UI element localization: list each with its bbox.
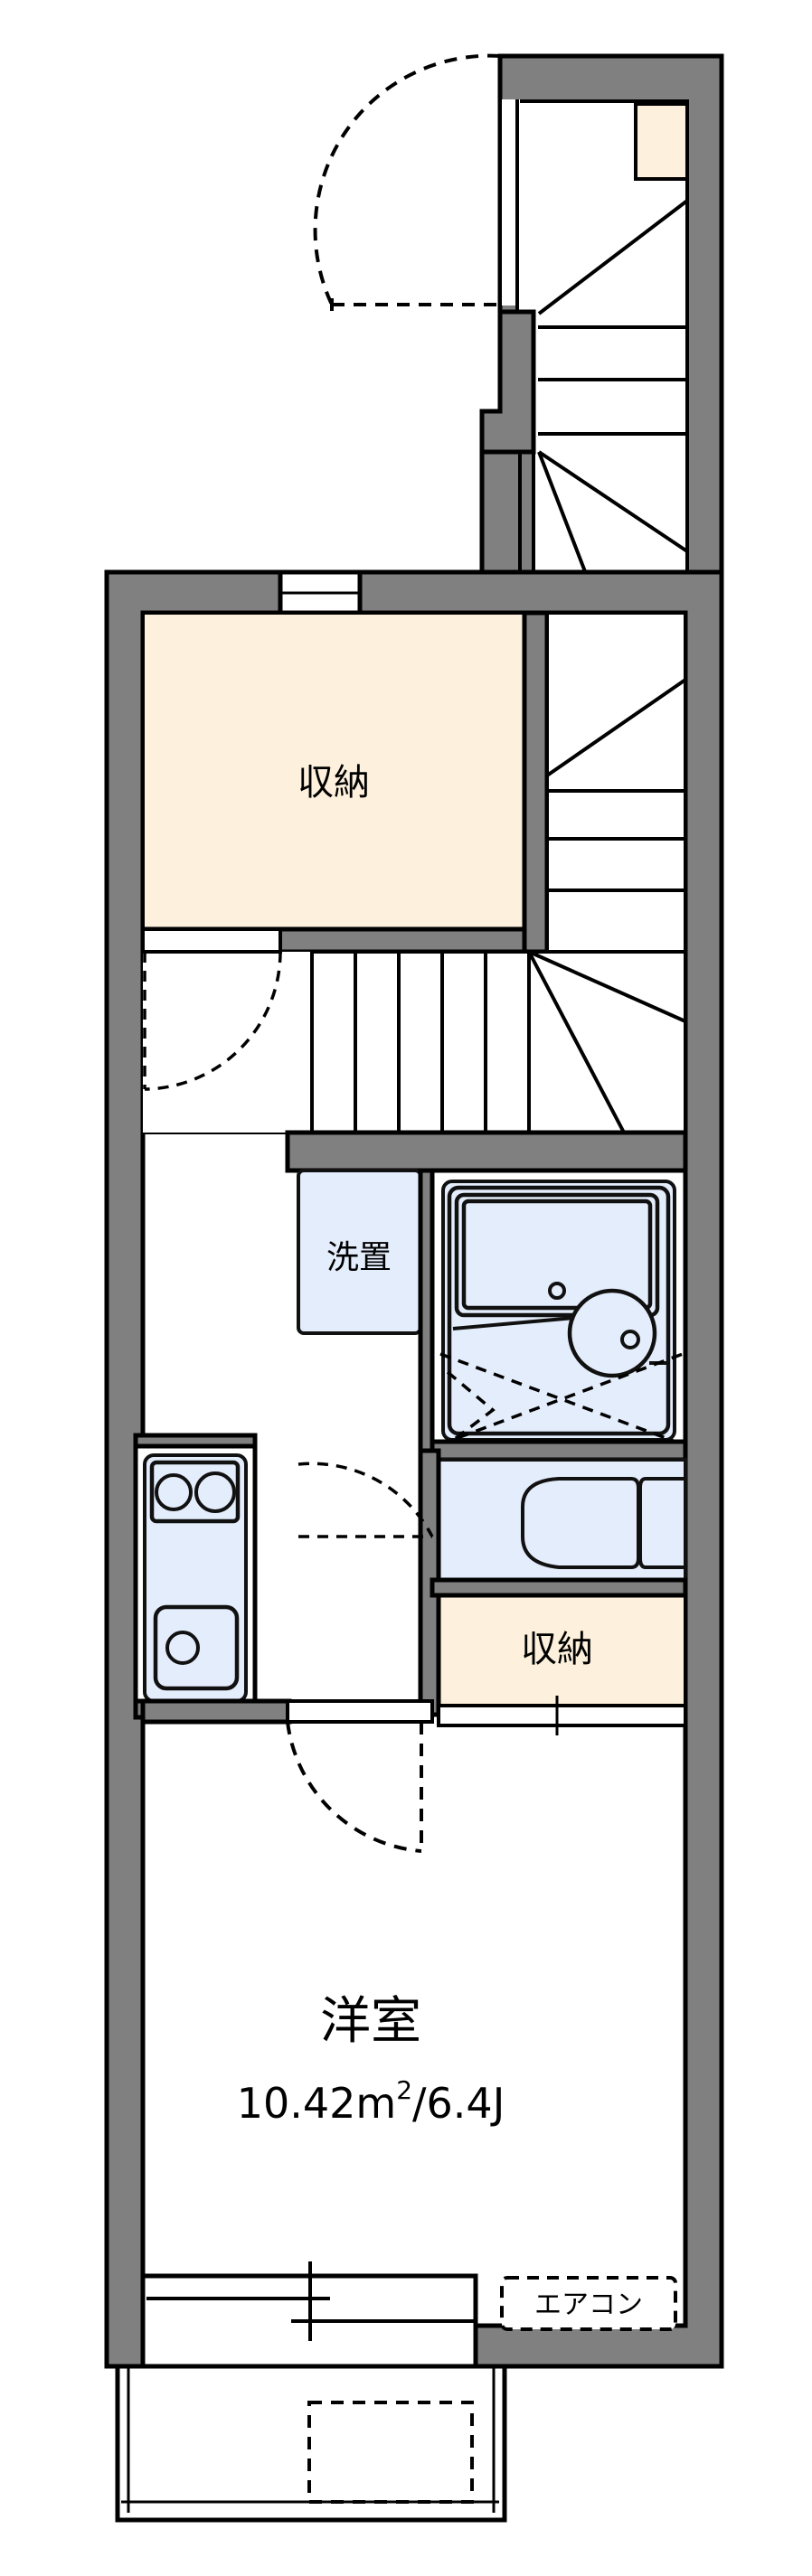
closet-right-wall [522, 610, 550, 954]
sanitary-block: 洗置 [285, 1130, 688, 1453]
lower-stair-diagonal [545, 678, 687, 777]
toilet-tank [638, 1477, 687, 1569]
entrance-door-arc [313, 53, 501, 306]
toilet-door-arc [297, 1462, 434, 1537]
closet-door-arc [144, 951, 282, 1091]
lower-stair-block [140, 610, 687, 1134]
toilet-bottom-wall [430, 1577, 688, 1598]
entrance-door[interactable] [313, 53, 501, 311]
lower-stair-winder-fan [527, 950, 686, 1133]
upper-entrance-stair-block [313, 53, 724, 691]
room-partition [140, 1698, 434, 1853]
toilet-door[interactable] [297, 1462, 434, 1538]
sanitary-top-wall [285, 1130, 688, 1173]
corridor-crossing-marks [439, 1352, 684, 1446]
upper-storage-patch [634, 102, 689, 181]
closet-lower-door-track [437, 1704, 687, 1727]
partition-left-wall [140, 1698, 292, 1725]
main-room-label: 洋室 [320, 1992, 421, 2051]
main-room-area-label: 10.42m2/6.4J [237, 2075, 505, 2128]
main-room-door-arc [286, 1721, 422, 1853]
bathtub-drain [548, 1282, 566, 1300]
bathroom-door[interactable] [446, 1370, 496, 1446]
stove-burner-right [194, 1471, 236, 1513]
closet-upper: 収納 [141, 611, 526, 931]
closet-lower-doors[interactable] [437, 1696, 687, 1735]
upper-stair-hall-floor [515, 99, 689, 651]
area-rest: /6.4J [412, 2079, 505, 2128]
air-conditioner-box [500, 2276, 677, 2331]
washer-space-label: 洗置 [326, 1239, 392, 1276]
toilet-top-wall [430, 1439, 688, 1462]
lower-stair-risers-upper [547, 789, 685, 892]
sliding-door-panels[interactable] [146, 2261, 474, 2341]
upper-stair-risers [538, 325, 687, 436]
closet-lower-label: 収納 [521, 1629, 593, 1670]
closet-door-opening [141, 927, 282, 954]
bathroom-door-fold [446, 1370, 496, 1446]
area-superscript: 2 [396, 2075, 412, 2105]
kitchen-sink-drain [165, 1631, 200, 1665]
bathroom-left-wall [418, 1168, 435, 1453]
closet-upper-label: 収納 [297, 762, 370, 804]
kitchen-block [133, 1433, 292, 1720]
hallway-upper-floor [143, 952, 312, 1133]
bathtub-inner [461, 1199, 653, 1311]
bathroom-washbasin [567, 1288, 657, 1378]
air-conditioner: エアコン [500, 2276, 677, 2331]
closet-upper-door[interactable] [141, 927, 282, 1091]
room-door-opening [286, 1699, 434, 1724]
entrance-door-opening [500, 99, 520, 306]
closet-upper-area [141, 611, 526, 931]
lower-stair-upper-floor [545, 611, 687, 954]
stove-burner-left [155, 1473, 193, 1511]
area-number: 10.42m [237, 2079, 397, 2128]
balcony-block [115, 2261, 507, 2523]
main-room: 洋室 10.42m2/6.4J [237, 1992, 505, 2127]
washbasin-counter-edge [452, 1316, 575, 1330]
toilet-block: 収納 [297, 1352, 688, 1735]
upper-winder-diagonal [537, 199, 689, 315]
main-room-door[interactable] [286, 1721, 423, 1853]
upper-inner-wall-stub [479, 309, 536, 455]
washbasin-drain [620, 1330, 640, 1349]
air-conditioner-label: エアコン [534, 2289, 643, 2321]
